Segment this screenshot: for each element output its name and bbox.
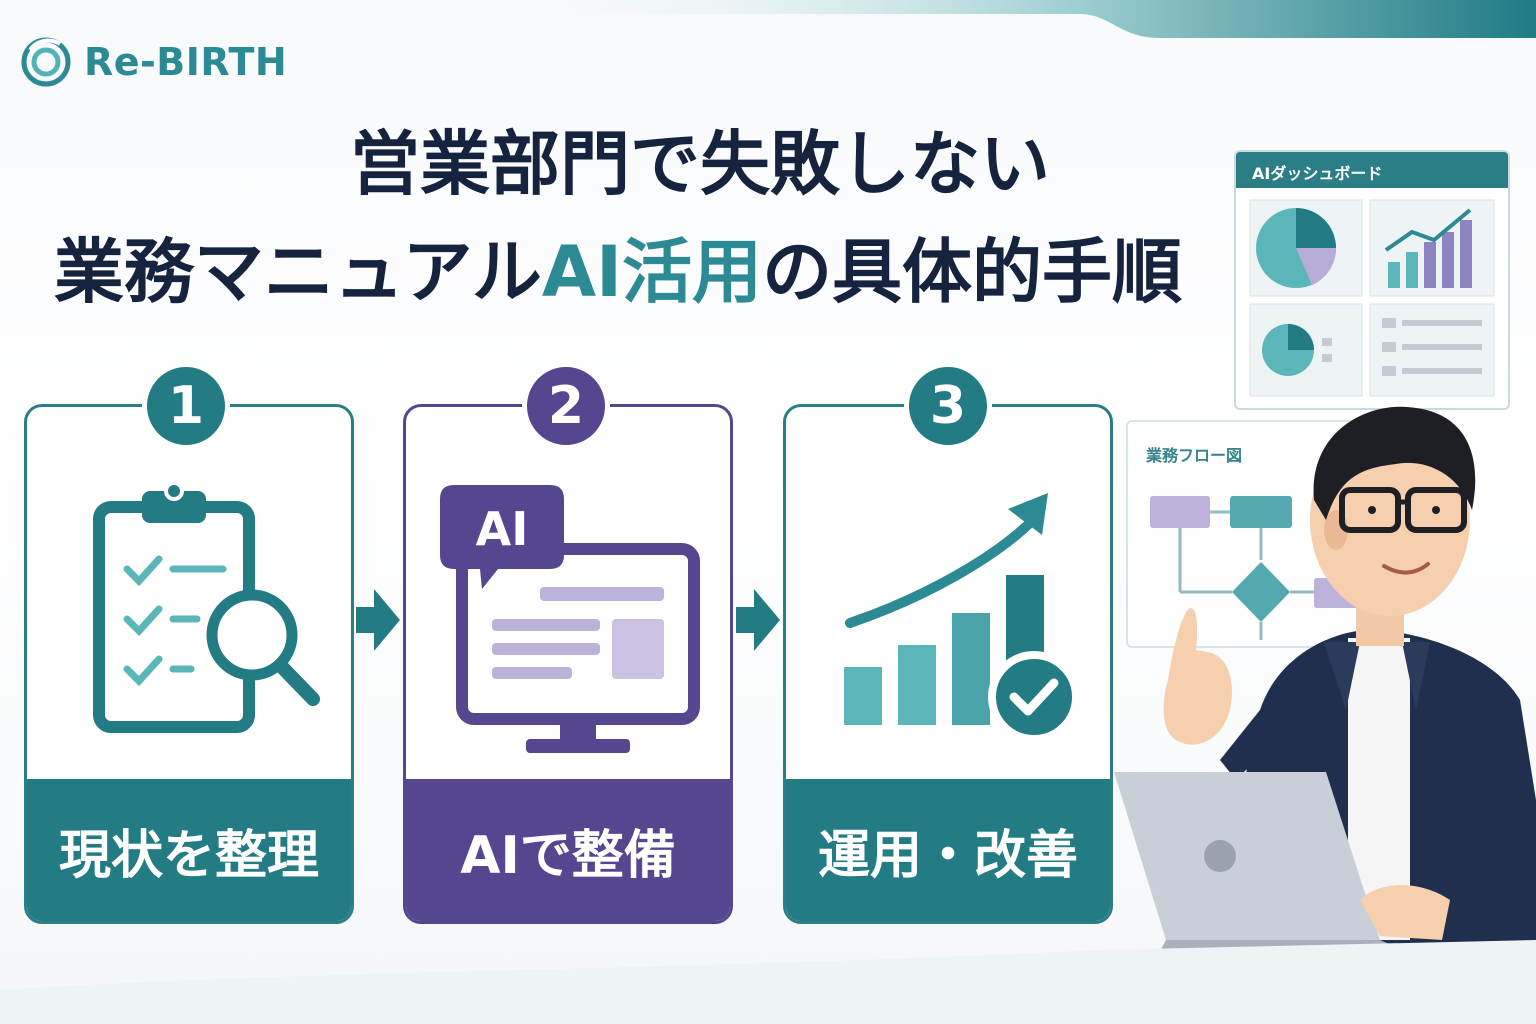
headline-highlight: AI活用 — [541, 231, 763, 313]
step-number-3: 3 — [904, 362, 992, 450]
clipboard-search-icon — [93, 481, 320, 733]
presenter-illustration — [1114, 406, 1536, 1024]
headline-line-2-post: の具体的手順 — [762, 231, 1183, 313]
headline-line-1: 営業部門で失敗しない — [350, 123, 1050, 205]
dashboard-charts-icon — [1249, 199, 1495, 397]
dashboard-title: AIダッシュボード — [1252, 164, 1383, 183]
step-label-3: 運用・改善 — [786, 779, 1110, 921]
step-number-2: 2 — [522, 362, 610, 450]
ai-monitor-icon: AI — [440, 485, 700, 753]
step-card-3[interactable]: 運用・改善 — [783, 404, 1113, 924]
step-label-2: AIで整備 — [406, 779, 730, 921]
brand-name: Re-BIRTH — [84, 40, 288, 84]
flow-title: 業務フロー図 — [1146, 446, 1243, 465]
growth-chart-check-icon — [844, 493, 1080, 743]
ai-badge-text: AI — [476, 502, 529, 556]
rebirth-logo-icon — [21, 37, 71, 87]
ai-dashboard-panel: AIダッシュボード — [1234, 150, 1510, 410]
bottom-decoration — [0, 940, 1536, 1024]
arrow-right-icon — [356, 589, 400, 651]
top-decoration — [500, 0, 1536, 38]
step-label-1: 現状を整理 — [27, 779, 351, 921]
arrow-right-icon — [736, 589, 780, 651]
step-number-1: 1 — [142, 362, 230, 450]
step-card-1[interactable]: 現状を整理 — [24, 404, 354, 924]
step-card-2[interactable]: AI AIで整備 — [403, 404, 733, 924]
headline-line-2: 業務マニュアルAI活用の具体的手順 — [0, 216, 1236, 317]
brand-logo[interactable]: Re-BIRTH — [20, 36, 287, 88]
headline-line-2-pre: 業務マニュアル — [53, 231, 542, 313]
